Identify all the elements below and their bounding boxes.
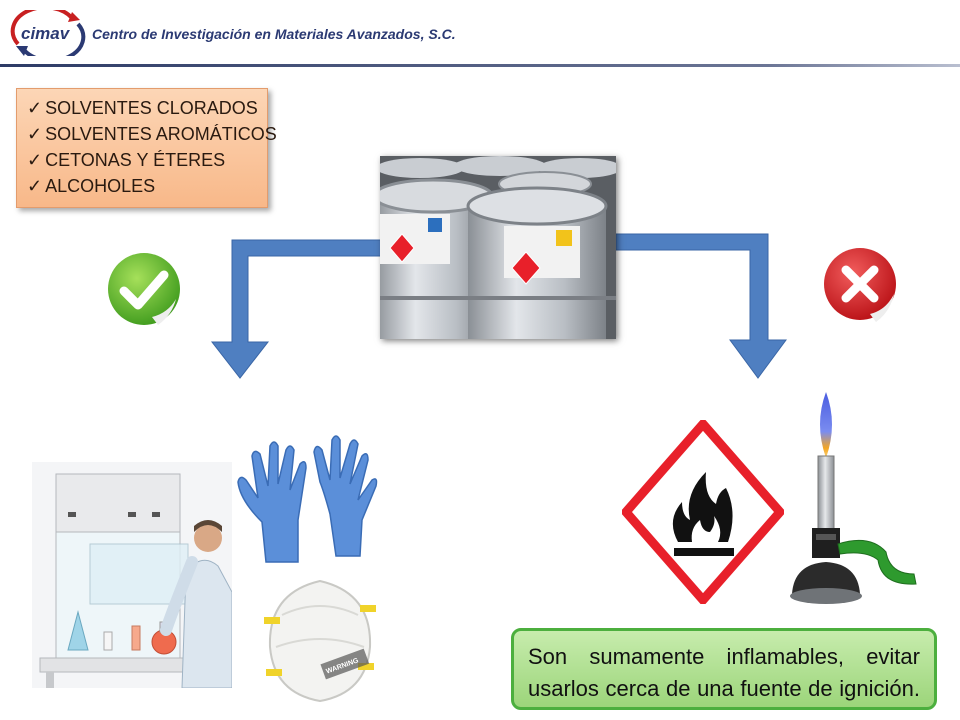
list-item-label: CETONAS Y ÉTERES xyxy=(45,150,226,170)
list-item: ✓SOLVENTES AROMÁTICOS xyxy=(27,121,277,147)
list-item-label: SOLVENTES CLORADOS xyxy=(45,98,258,118)
list-item: ✓ALCOHOLES xyxy=(27,173,257,199)
solvent-list-box: ✓SOLVENTES CLORADOS ✓SOLVENTES AROMÁTICO… xyxy=(16,88,277,208)
cimav-logo: cimav xyxy=(10,10,86,56)
checkmark-icon: ✓ xyxy=(27,150,43,170)
chemical-drums-photo xyxy=(380,156,616,339)
checkmark-icon: ✓ xyxy=(27,176,43,196)
list-item: ✓CETONAS Y ÉTERES xyxy=(27,147,257,173)
list-item: ✓SOLVENTES CLORADOS xyxy=(27,95,258,121)
right-arrow xyxy=(615,233,787,379)
respirator-mask-icon: WARNING xyxy=(264,579,376,703)
warning-message-box: Son sumamente inflamables, evitar usarlo… xyxy=(511,628,937,710)
gloves-icon xyxy=(237,435,378,563)
header-bar: cimav Centro de Investigación en Materia… xyxy=(0,0,960,67)
check-badge-icon xyxy=(108,253,180,325)
left-arrow xyxy=(210,239,383,379)
checkmark-icon: ✓ xyxy=(27,124,43,144)
x-badge-icon xyxy=(824,248,896,322)
logo-text: cimav xyxy=(21,24,71,43)
organization-name: Centro de Investigación en Materiales Av… xyxy=(92,26,456,42)
list-item-label: ALCOHOLES xyxy=(45,176,156,196)
header-divider xyxy=(0,64,960,67)
list-item-label: SOLVENTES AROMÁTICOS xyxy=(45,124,277,144)
fume-hood-icon xyxy=(32,462,232,688)
flammable-pictogram-icon xyxy=(622,420,784,604)
warning-message-text: Son sumamente inflamables, evitar usarlo… xyxy=(528,644,920,701)
bunsen-burner-icon xyxy=(790,392,917,604)
checkmark-icon: ✓ xyxy=(27,98,43,118)
